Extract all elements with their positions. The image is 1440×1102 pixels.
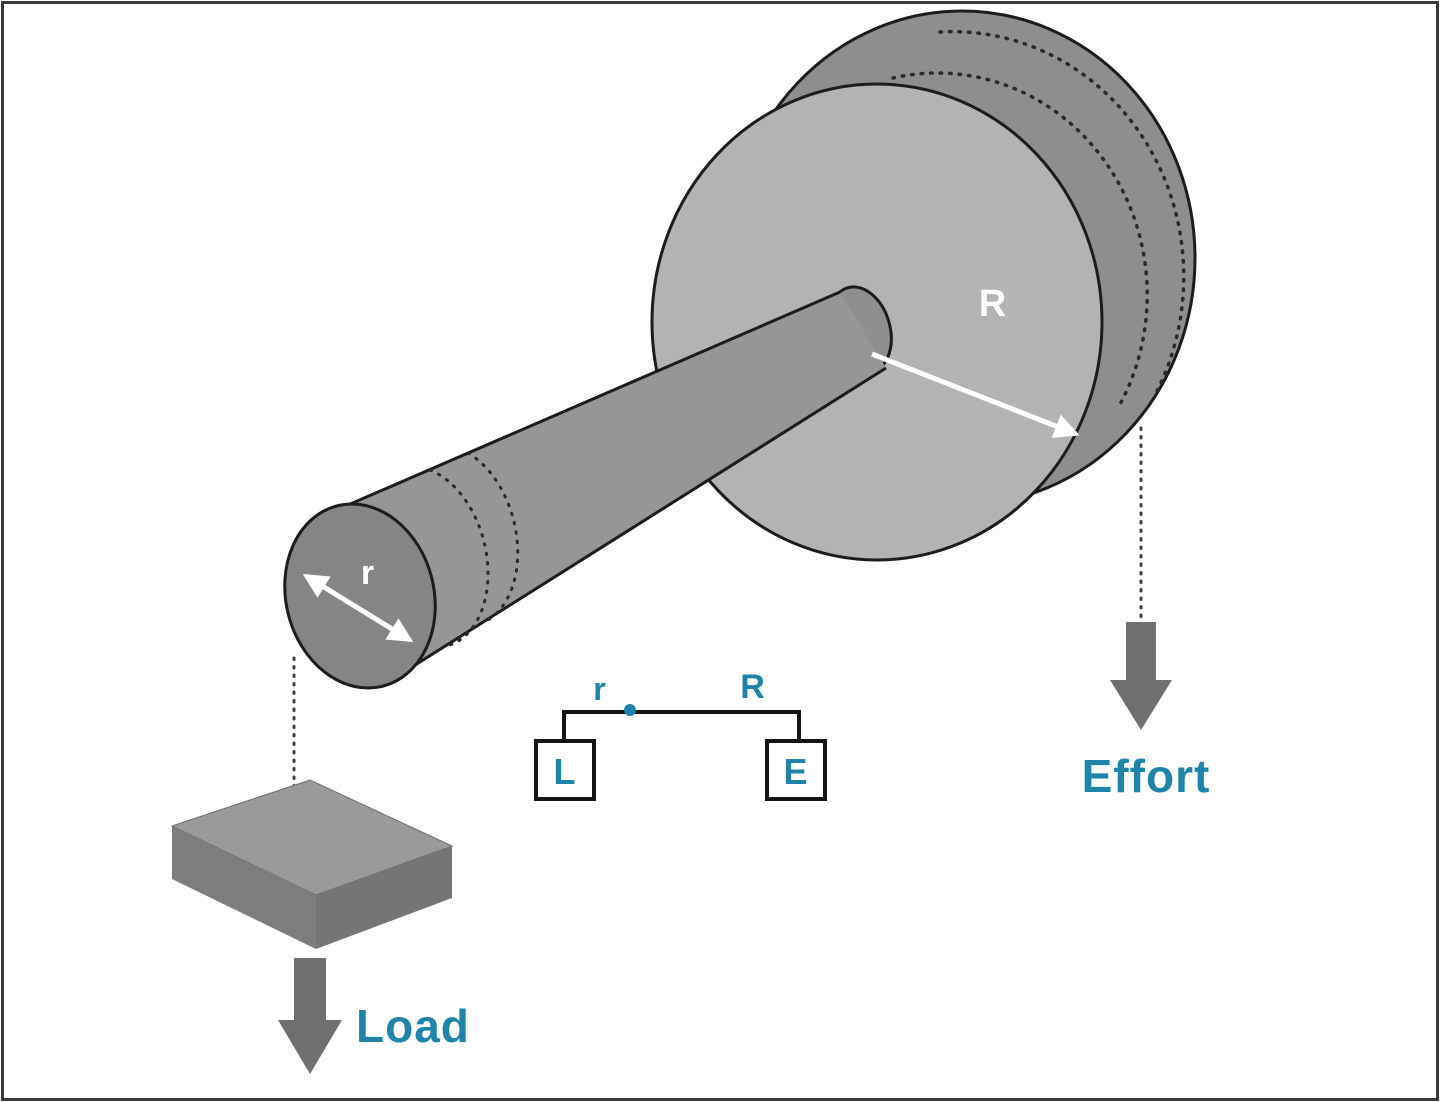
axle [283,285,893,690]
wheel-radius-label: R [979,283,1007,325]
load-block [170,779,454,949]
axle-radius-label: r [361,554,375,592]
effort-box [765,739,827,801]
axle-radius-arrow [302,573,414,643]
effort-arrow-shaft [1126,622,1156,682]
load-block-left [172,826,316,949]
lever-axle-arm-label: r [593,671,606,707]
load-arrow-head [278,1020,342,1074]
axle-rope-dots-2 [466,451,520,622]
effort-label: Effort [1082,750,1211,802]
axle-rope-dots-1 [428,468,490,647]
load-side: Load [170,656,470,1074]
load-box-label: L [554,751,577,792]
axle-body [318,292,886,672]
load-label: Load [356,1000,470,1052]
dimension-arrows: r R [302,283,1080,643]
load-arrow-shaft [294,958,326,1022]
lever-wheel-arm-label: R [740,668,766,706]
axle-top-edge [317,290,841,520]
fulcrum-dot [624,704,636,716]
wheel-rope-dots-inner [891,71,1149,410]
effort-box-label: E [783,751,808,792]
load-box [534,739,596,801]
lever-schematic: r R L E [534,668,827,801]
load-block-right [316,846,452,949]
effort-side: Effort [1082,426,1211,802]
wheel-rope-dots-outer [938,29,1186,397]
effort-arrow-head [1110,680,1172,730]
wheel-radius-arrow [871,351,1080,438]
axle-bottom-edge [403,366,887,674]
